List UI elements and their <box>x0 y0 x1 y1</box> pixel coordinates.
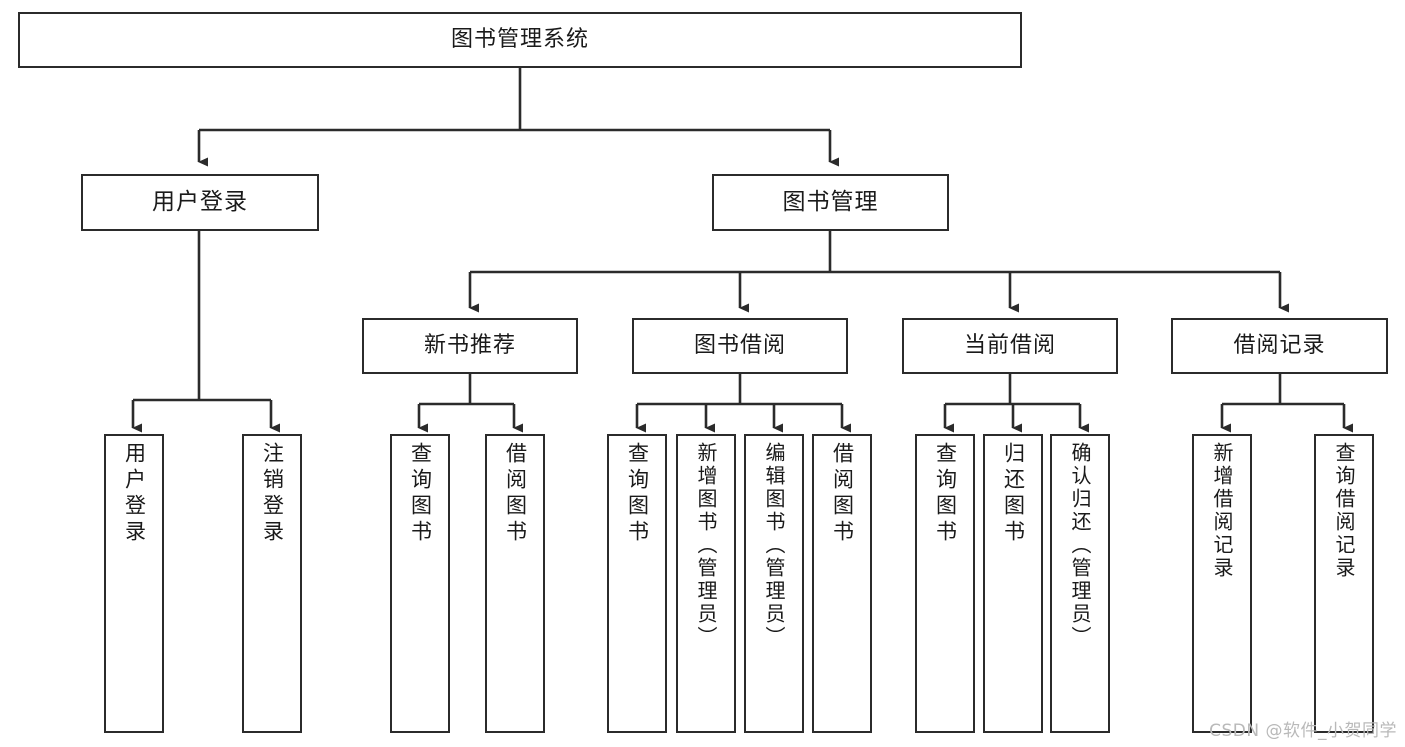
node-user-login[interactable]: 用户登录 <box>81 174 319 231</box>
node-root-book-management-system[interactable]: 图书管理系统 <box>18 12 1022 68</box>
node-leaf-book-borrow-edit[interactable]: 编辑图书（管理员） <box>744 434 804 733</box>
node-label: 查询图书 <box>933 442 958 546</box>
node-label: 确认归还（管理员） <box>1068 442 1092 649</box>
node-leaf-borrow-record-add[interactable]: 新增借阅记录 <box>1192 434 1252 733</box>
node-current-borrow[interactable]: 当前借阅 <box>902 318 1118 374</box>
node-book-management[interactable]: 图书管理 <box>712 174 949 231</box>
node-label: 新增借阅记录 <box>1210 442 1234 580</box>
node-leaf-current-borrow-query[interactable]: 查询图书 <box>915 434 975 733</box>
node-label: 查询借阅记录 <box>1332 442 1356 580</box>
node-borrow-record[interactable]: 借阅记录 <box>1171 318 1388 374</box>
node-label: 图书管理系统 <box>450 27 589 53</box>
node-label: 归还图书 <box>1001 442 1026 546</box>
node-leaf-user-login-login[interactable]: 用户登录 <box>104 434 164 733</box>
node-label: 图书借阅 <box>693 333 786 359</box>
node-label: 用户登录 <box>122 442 147 546</box>
node-label: 查询图书 <box>408 442 433 546</box>
node-label: 图书管理 <box>782 189 879 216</box>
node-leaf-book-borrow-query[interactable]: 查询图书 <box>607 434 667 733</box>
node-label: 新书推荐 <box>423 333 516 359</box>
node-book-borrow[interactable]: 图书借阅 <box>632 318 848 374</box>
node-leaf-current-borrow-return[interactable]: 归还图书 <box>983 434 1043 733</box>
node-label: 新增图书（管理员） <box>694 442 718 649</box>
node-label: 当前借阅 <box>963 333 1056 359</box>
node-leaf-user-login-logout[interactable]: 注销登录 <box>242 434 302 733</box>
node-label: 借阅图书 <box>830 442 855 546</box>
node-leaf-book-borrow-add[interactable]: 新增图书（管理员） <box>676 434 736 733</box>
node-label: 用户登录 <box>152 189 248 216</box>
node-leaf-book-borrow-borrow[interactable]: 借阅图书 <box>812 434 872 733</box>
node-label: 注销登录 <box>260 442 285 546</box>
node-leaf-new-book-borrow[interactable]: 借阅图书 <box>485 434 545 733</box>
node-label: 借阅图书 <box>503 442 528 546</box>
node-label: 编辑图书（管理员） <box>762 442 786 649</box>
node-new-book-recommend[interactable]: 新书推荐 <box>362 318 578 374</box>
node-label: 借阅记录 <box>1233 333 1326 359</box>
node-leaf-borrow-record-query[interactable]: 查询借阅记录 <box>1314 434 1374 733</box>
node-label: 查询图书 <box>625 442 650 546</box>
node-leaf-current-borrow-confirm-return[interactable]: 确认归还（管理员） <box>1050 434 1110 733</box>
node-leaf-new-book-query[interactable]: 查询图书 <box>390 434 450 733</box>
